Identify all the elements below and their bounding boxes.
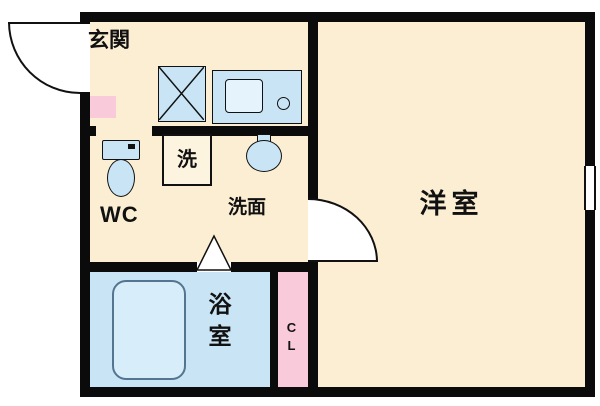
washer-pan-icon (158, 66, 206, 122)
closet-label: CL (284, 320, 299, 356)
washer-pan-cross-icon (158, 66, 205, 121)
bathroom-label: 浴室 (205, 292, 231, 356)
kitchen-burner-icon (277, 97, 290, 110)
entrance-door-opening (80, 24, 90, 92)
entrance-to-washroom-opening (96, 126, 152, 136)
toilet-tank-icon (102, 140, 140, 160)
washbasin-icon (246, 140, 282, 172)
western-room-floor: 洋室 (318, 22, 585, 387)
entrance-step-icon (90, 96, 116, 118)
western-room-label: 洋室 (419, 189, 484, 219)
closet-floor (278, 272, 308, 387)
kitchen-sink-icon (225, 79, 263, 113)
toilet-flush-knob-icon (128, 144, 135, 149)
entrance-label: 玄関 (88, 29, 130, 52)
entrance-door-swing-icon (8, 22, 80, 94)
bathtub-icon (112, 280, 186, 380)
wc-label: WC (100, 202, 139, 227)
window-icon (584, 166, 596, 210)
kitchen-counter-icon (212, 70, 302, 124)
washroom-label: 洗面 (228, 197, 267, 218)
washing-machine-space-icon: 洗 (162, 134, 212, 186)
washing-machine-label: 洗 (177, 149, 197, 171)
bathroom-folding-door-icon (196, 234, 232, 271)
toilet-bowl-icon (107, 159, 135, 197)
